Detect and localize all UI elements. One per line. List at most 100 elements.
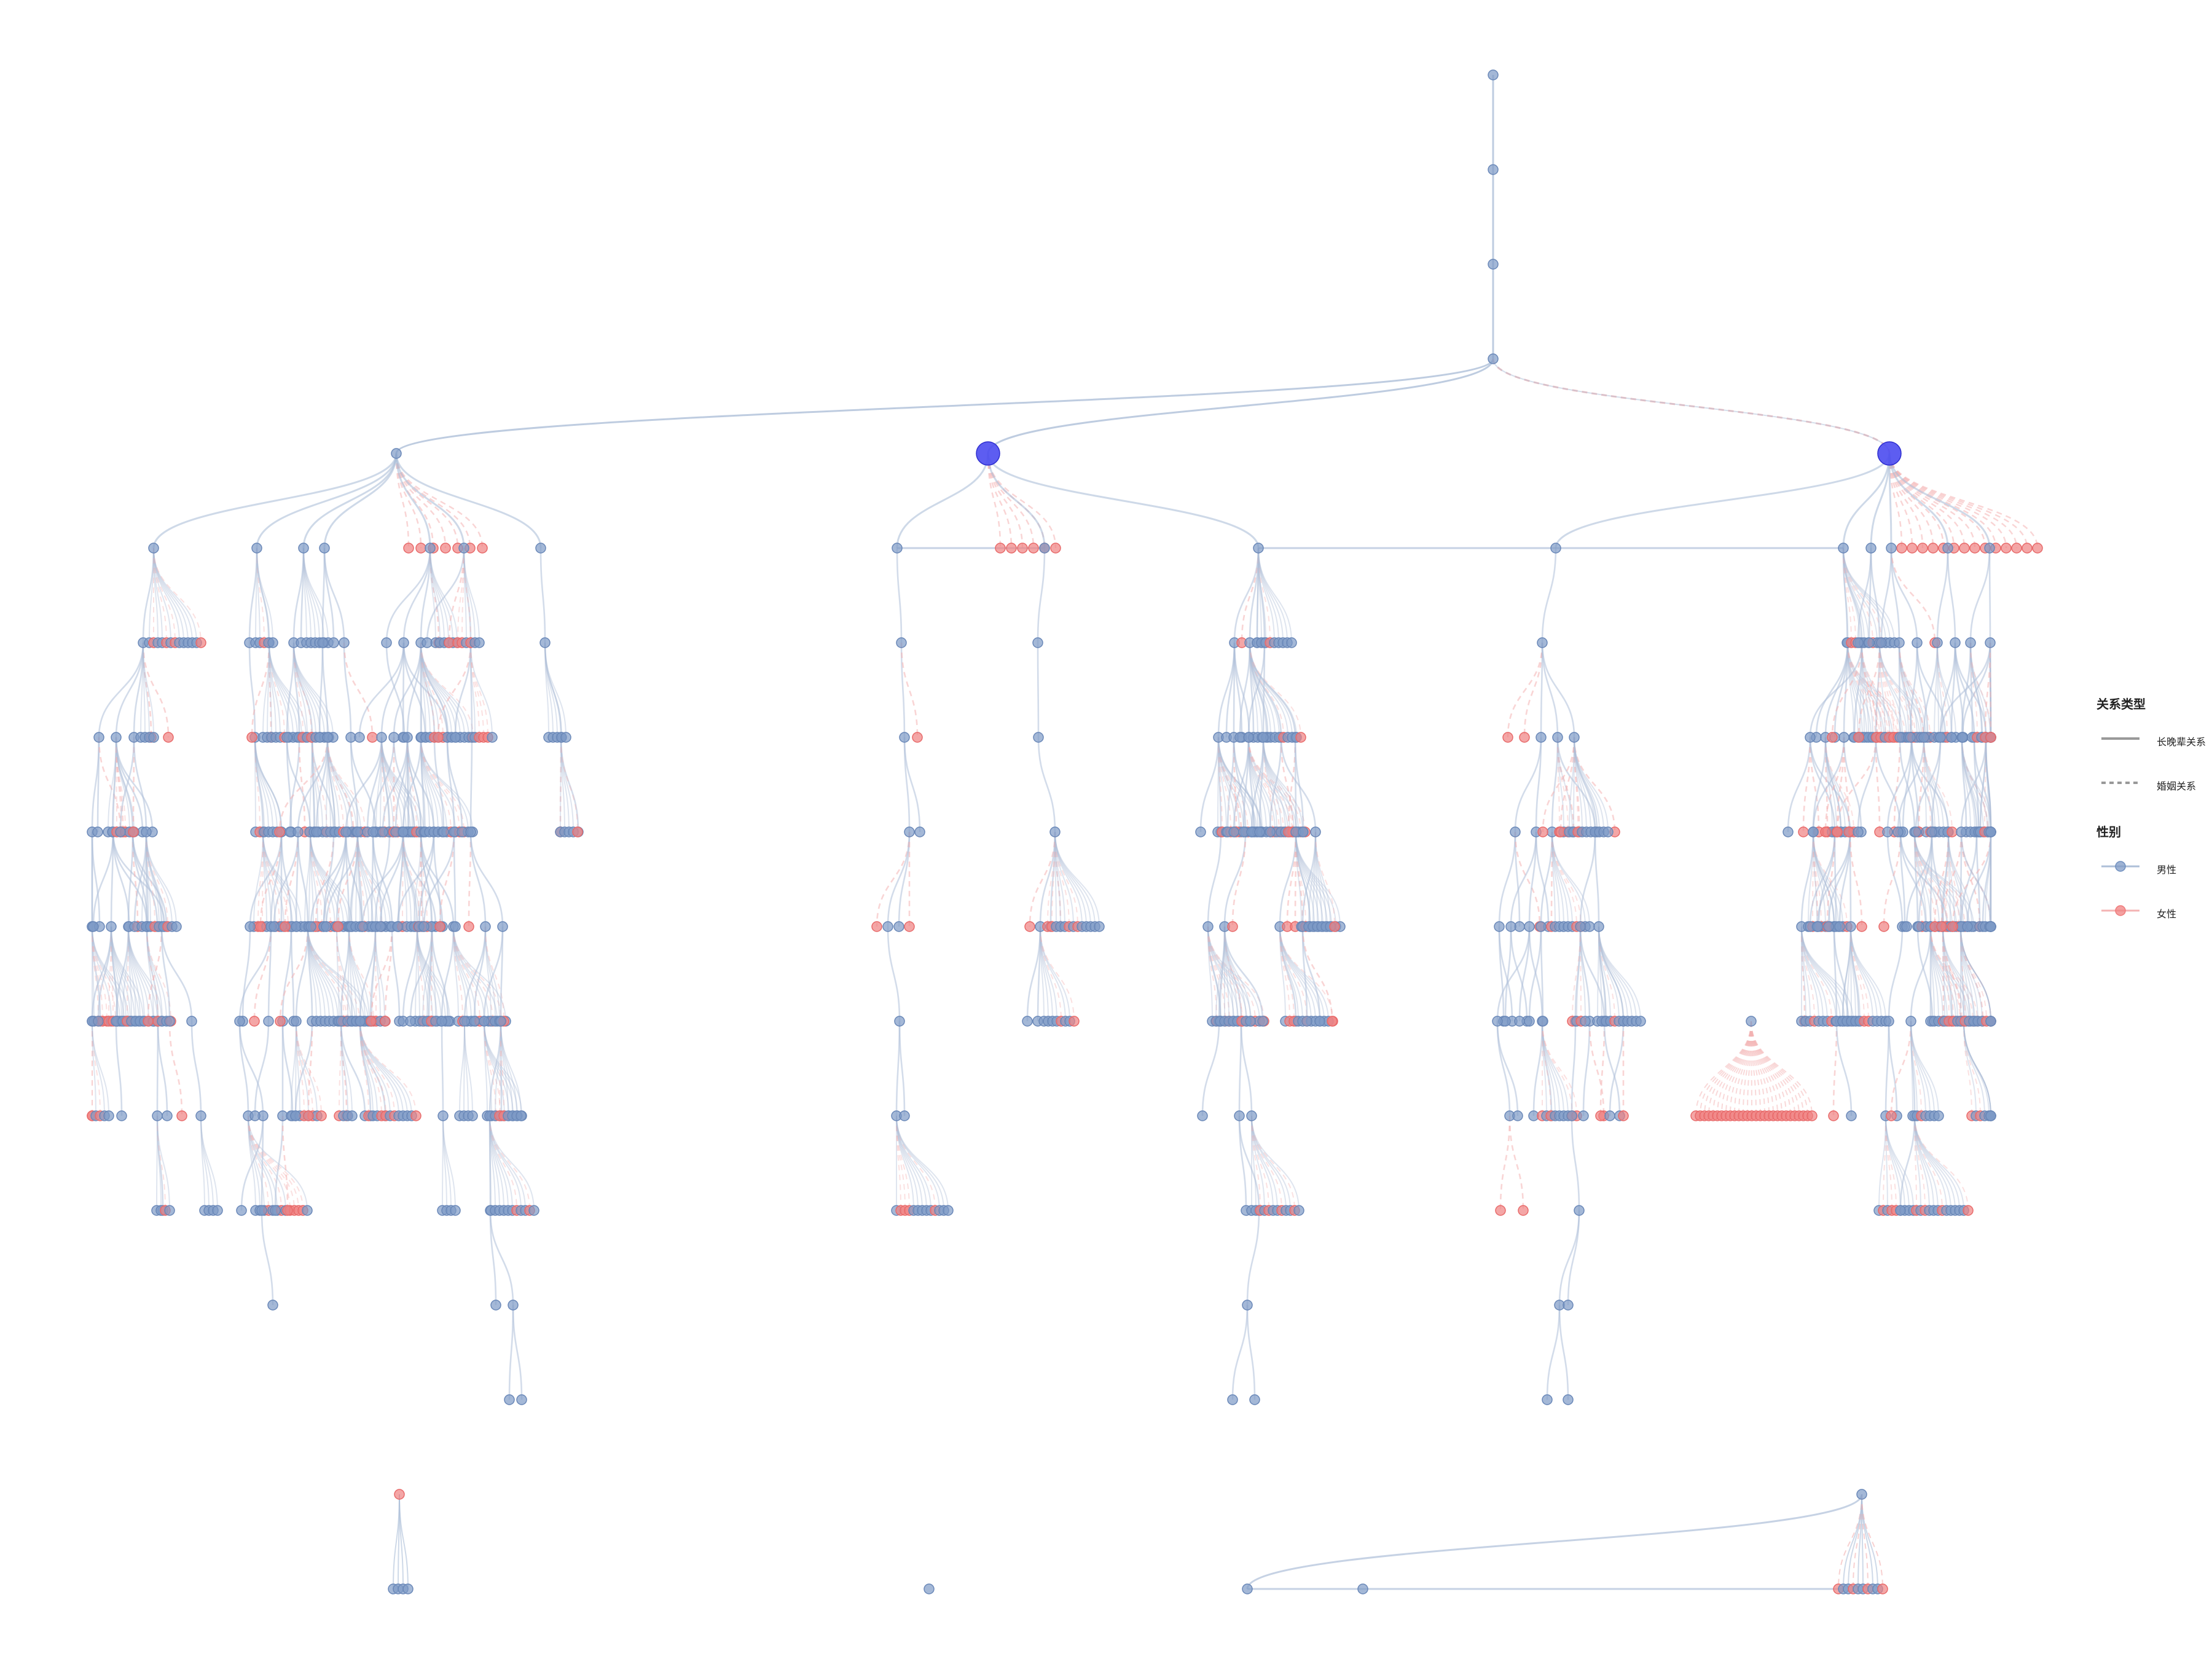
male-person-node[interactable] bbox=[465, 826, 476, 837]
male-person-node[interactable] bbox=[116, 1110, 127, 1121]
male-person-node[interactable] bbox=[1985, 1110, 1996, 1121]
male-person-node[interactable] bbox=[1905, 1016, 1916, 1027]
male-person-node[interactable] bbox=[1505, 921, 1516, 932]
male-person-node[interactable] bbox=[1563, 1300, 1574, 1311]
female-person-node[interactable] bbox=[1947, 826, 1958, 837]
male-person-node[interactable] bbox=[1965, 637, 1976, 648]
female-person-node[interactable] bbox=[1050, 543, 1061, 554]
male-person-node[interactable] bbox=[162, 1110, 173, 1121]
male-person-node[interactable] bbox=[115, 826, 126, 837]
male-person-node[interactable] bbox=[1537, 1016, 1548, 1027]
female-person-node[interactable] bbox=[280, 921, 291, 932]
male-person-node[interactable] bbox=[1575, 921, 1586, 932]
male-person-node[interactable] bbox=[896, 637, 907, 648]
male-person-node[interactable] bbox=[1258, 732, 1269, 743]
female-person-node[interactable] bbox=[1969, 543, 1980, 554]
female-person-node[interactable] bbox=[2011, 543, 2022, 554]
legend-item-male[interactable]: 男性 bbox=[2089, 858, 2212, 902]
male-person-node[interactable] bbox=[516, 1110, 527, 1121]
male-person-node[interactable] bbox=[914, 826, 925, 837]
female-person-node[interactable] bbox=[1907, 543, 1918, 554]
male-person-node[interactable] bbox=[467, 1110, 478, 1121]
female-person-node[interactable] bbox=[1878, 921, 1889, 932]
male-person-node[interactable] bbox=[1783, 826, 1794, 837]
male-person-node[interactable] bbox=[103, 1110, 114, 1121]
male-person-node[interactable] bbox=[1912, 637, 1923, 648]
female-person-node[interactable] bbox=[303, 1110, 314, 1121]
female-person-node[interactable] bbox=[1936, 921, 1947, 932]
male-person-node[interactable] bbox=[1512, 1110, 1523, 1121]
male-person-node[interactable] bbox=[1901, 921, 1912, 932]
male-person-node[interactable] bbox=[1510, 826, 1521, 837]
male-person-node[interactable] bbox=[106, 921, 117, 932]
male-person-node[interactable] bbox=[267, 637, 278, 648]
male-person-node[interactable] bbox=[398, 826, 409, 837]
male-person-node[interactable] bbox=[1228, 826, 1239, 837]
legend-item-descent[interactable]: 长晚辈关系 bbox=[2089, 730, 2212, 774]
male-person-node[interactable] bbox=[319, 543, 330, 554]
male-person-node[interactable] bbox=[1834, 921, 1845, 932]
male-person-node[interactable] bbox=[479, 1016, 490, 1027]
male-person-node[interactable] bbox=[469, 1016, 480, 1027]
female-person-node[interactable] bbox=[1502, 732, 1513, 743]
female-person-node[interactable] bbox=[394, 1489, 405, 1500]
male-person-node[interactable] bbox=[480, 921, 491, 932]
male-person-node[interactable] bbox=[1604, 1110, 1615, 1121]
female-person-node[interactable] bbox=[282, 1205, 293, 1216]
female-person-node[interactable] bbox=[1537, 826, 1548, 837]
male-person-node[interactable] bbox=[1227, 1394, 1238, 1405]
female-person-node[interactable] bbox=[1820, 826, 1831, 837]
male-person-node[interactable] bbox=[291, 1016, 302, 1027]
male-person-node[interactable] bbox=[302, 1205, 313, 1216]
female-person-node[interactable] bbox=[1495, 1205, 1506, 1216]
female-person-node[interactable] bbox=[1963, 1205, 1974, 1216]
male-person-node[interactable] bbox=[1286, 637, 1297, 648]
female-person-node[interactable] bbox=[2001, 543, 2012, 554]
female-person-node[interactable] bbox=[1856, 921, 1867, 932]
female-person-node[interactable] bbox=[1832, 826, 1843, 837]
male-person-node[interactable] bbox=[1566, 1110, 1577, 1121]
male-person-node[interactable] bbox=[392, 921, 403, 932]
female-person-node[interactable] bbox=[1329, 921, 1340, 932]
male-person-node[interactable] bbox=[1569, 732, 1580, 743]
male-person-node[interactable] bbox=[340, 826, 351, 837]
legend-item-marriage[interactable]: 婚姻关系 bbox=[2089, 774, 2212, 818]
female-person-node[interactable] bbox=[1917, 543, 1928, 554]
male-person-node[interactable] bbox=[1853, 637, 1864, 648]
male-person-node[interactable] bbox=[1234, 1110, 1245, 1121]
male-person-node[interactable] bbox=[1805, 732, 1816, 743]
male-person-node[interactable] bbox=[1492, 1016, 1503, 1027]
male-person-node[interactable] bbox=[1584, 921, 1595, 932]
legend-item-female[interactable]: 女性 bbox=[2089, 902, 2212, 946]
male-person-node[interactable] bbox=[1488, 259, 1499, 270]
male-person-node[interactable] bbox=[450, 921, 461, 932]
male-person-node[interactable] bbox=[1265, 826, 1276, 837]
male-person-node[interactable] bbox=[904, 826, 915, 837]
male-person-node[interactable] bbox=[212, 1205, 223, 1216]
male-person-node[interactable] bbox=[1933, 1110, 1944, 1121]
male-person-node[interactable] bbox=[357, 921, 368, 932]
male-person-node[interactable] bbox=[317, 637, 328, 648]
male-person-node[interactable] bbox=[1049, 826, 1061, 837]
male-person-node[interactable] bbox=[339, 637, 350, 648]
male-person-node[interactable] bbox=[899, 1110, 910, 1121]
male-person-node[interactable] bbox=[1537, 637, 1548, 648]
male-person-node[interactable] bbox=[1488, 353, 1499, 364]
male-person-node[interactable] bbox=[292, 826, 304, 837]
male-person-node[interactable] bbox=[405, 1016, 416, 1027]
male-person-node[interactable] bbox=[1310, 826, 1321, 837]
female-person-node[interactable] bbox=[1618, 1110, 1629, 1121]
female-person-node[interactable] bbox=[195, 637, 206, 648]
male-person-node[interactable] bbox=[1552, 732, 1563, 743]
male-person-node[interactable] bbox=[1242, 1583, 1253, 1594]
male-person-node[interactable] bbox=[321, 921, 332, 932]
female-person-node[interactable] bbox=[1798, 826, 1809, 837]
male-person-node[interactable] bbox=[1357, 1583, 1368, 1594]
male-person-node[interactable] bbox=[1195, 826, 1206, 837]
male-person-node[interactable] bbox=[438, 826, 449, 837]
male-person-node[interactable] bbox=[322, 732, 333, 743]
male-person-node[interactable] bbox=[1593, 921, 1604, 932]
male-person-node[interactable] bbox=[93, 1016, 104, 1027]
female-person-node[interactable] bbox=[275, 1016, 286, 1027]
male-person-node[interactable] bbox=[1838, 732, 1849, 743]
